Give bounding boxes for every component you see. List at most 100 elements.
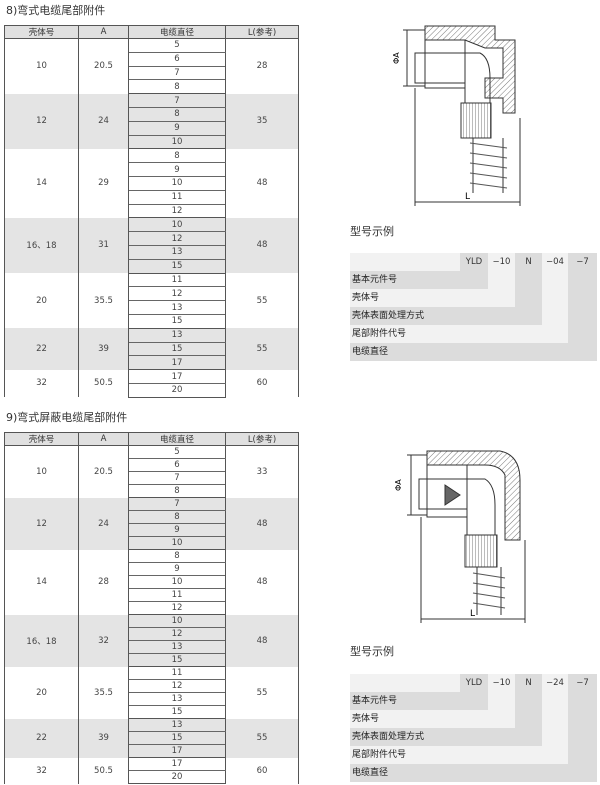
dimension-a-cell: 28: [78, 549, 129, 615]
dimension-a-cell: 39: [78, 718, 129, 758]
cable-diameter-cell: 12: [128, 679, 226, 693]
table-row: 13: [5, 245, 299, 260]
cable-diameter-cell: 9: [128, 523, 226, 537]
table-row: 8: [5, 107, 299, 122]
cable-diameter-cell: 10: [128, 575, 226, 589]
cable-diameter-cell: 10: [128, 614, 226, 628]
cable-diameter-cell: 12: [128, 204, 226, 219]
table-row: 12: [5, 679, 299, 693]
dimension-a-cell: 50.5: [78, 757, 129, 784]
cable-diameter-cell: 20: [128, 383, 226, 398]
cable-diameter-cell: 13: [128, 328, 226, 343]
table-row: 20: [5, 770, 299, 784]
table-row: 10: [5, 176, 299, 191]
table-row: 8: [5, 79, 299, 95]
shell-size-cell: 10: [4, 445, 79, 498]
cable-diameter-cell: 15: [128, 259, 226, 274]
model-code-segment: −10: [492, 257, 511, 267]
cable-diameter-cell: 8: [128, 484, 226, 498]
cable-diameter-cell: 15: [128, 705, 226, 719]
cable-diameter-cell: 11: [128, 588, 226, 602]
cable-diameter-cell: 11: [128, 666, 226, 680]
model-code-segment: −7: [576, 257, 589, 267]
model-code-segment: N: [525, 257, 532, 267]
shell-size-cell: 14: [4, 148, 79, 218]
model-part-label: 壳体表面处理方式: [350, 307, 542, 325]
column-header: 壳体号: [4, 25, 79, 39]
model-part-label: 壳体号: [350, 289, 515, 307]
shell-size-cell: 22: [4, 718, 79, 758]
cable-diameter-cell: 15: [128, 342, 226, 357]
model-part-label: 尾部附件代号: [350, 746, 568, 764]
table-row: 13: [5, 300, 299, 315]
cable-diameter-cell: 17: [128, 355, 226, 371]
model-code-segment: −04: [546, 257, 564, 267]
section1-dim-a: ΦA: [392, 52, 401, 64]
model-code-segment: −7: [576, 678, 589, 688]
cable-diameter-cell: 7: [128, 497, 226, 511]
section2-connector-drawing: ΦA L: [394, 450, 526, 623]
table-row: 8: [5, 484, 299, 498]
cable-diameter-cell: 10: [128, 217, 226, 233]
shell-size-cell: 12: [4, 93, 79, 149]
model-part-label: 基本元件号: [350, 271, 488, 289]
length-l-cell: 48: [225, 497, 299, 550]
table-row: 6: [5, 458, 299, 472]
length-l-cell: 33: [225, 445, 299, 498]
length-l-cell: 55: [225, 273, 299, 329]
cable-diameter-cell: 10: [128, 536, 226, 550]
table-row: 17: [5, 744, 299, 758]
table-row: 15: [5, 314, 299, 329]
table-row: 12: [5, 231, 299, 246]
cable-diameter-cell: 5: [128, 445, 226, 459]
length-l-cell: 48: [225, 217, 299, 274]
dimension-a-cell: 50.5: [78, 369, 129, 398]
cable-diameter-cell: 8: [128, 549, 226, 563]
table-row: 7: [5, 471, 299, 485]
cable-diameter-cell: 9: [128, 562, 226, 576]
cable-diameter-cell: 12: [128, 601, 226, 615]
section1-example-title: 型号示例: [350, 225, 394, 238]
model-part-label: 电缆直径: [350, 343, 597, 361]
table-row: 7: [5, 66, 299, 81]
cable-diameter-cell: 13: [128, 640, 226, 654]
shell-size-cell: 20: [4, 273, 79, 329]
dimension-a-cell: 20.5: [78, 445, 129, 498]
shell-size-cell: 12: [4, 497, 79, 550]
dimension-a-cell: 35.5: [78, 666, 129, 719]
table-row: 9: [5, 523, 299, 537]
table-row: 12: [5, 204, 299, 219]
length-l-cell: 60: [225, 369, 299, 398]
column-header: 壳体号: [4, 432, 79, 446]
cable-diameter-cell: 12: [128, 627, 226, 641]
cable-diameter-cell: 12: [128, 286, 226, 302]
table-row: 13: [5, 692, 299, 706]
shell-size-cell: 14: [4, 549, 79, 615]
cable-diameter-cell: 10: [128, 176, 226, 191]
cable-diameter-cell: 8: [128, 510, 226, 524]
cable-diameter-cell: 13: [128, 245, 226, 260]
column-header: 电缆直径: [128, 432, 226, 446]
table-row: 10: [5, 135, 299, 150]
cable-diameter-cell: 17: [128, 744, 226, 758]
cable-diameter-cell: 7: [128, 66, 226, 81]
shell-size-cell: 20: [4, 666, 79, 719]
table-row: 11: [5, 190, 299, 205]
length-l-cell: 28: [225, 38, 299, 94]
